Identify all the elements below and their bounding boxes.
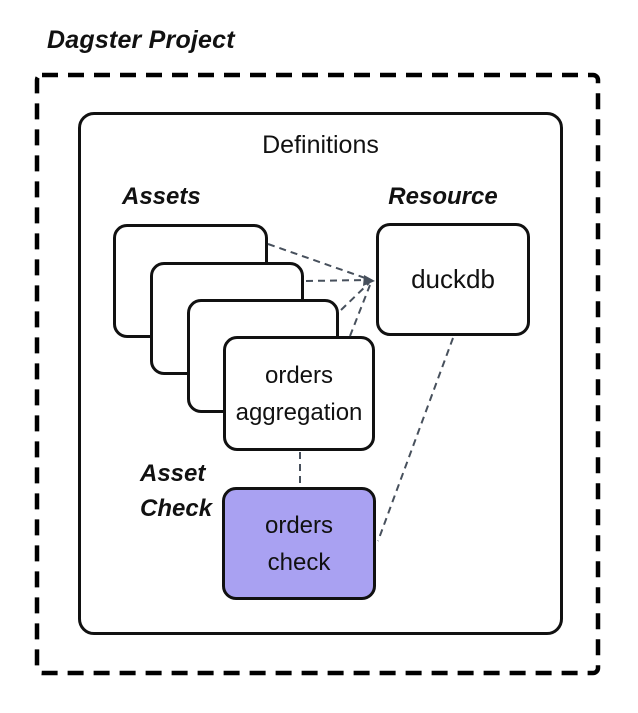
asset-card-orders-aggregation: orders aggregation [223, 336, 375, 451]
orders-aggregation-label: orders aggregation [235, 361, 363, 426]
duckdb-label: duckdb [411, 264, 495, 294]
orders-check-label: orders check [264, 511, 334, 576]
definitions-label: Definitions [262, 131, 379, 159]
resource-node-duckdb: duckdb [376, 223, 530, 336]
asset-check-group-label: Asset Check [140, 456, 212, 526]
asset-check-node-orders-check: orders check [222, 487, 376, 600]
asset-check-label-line2: Check [140, 495, 213, 522]
resource-group-label: Resource [388, 183, 498, 210]
project-title: Dagster Project [47, 26, 235, 54]
asset-check-label-line1: Asset [140, 460, 206, 487]
assets-group-label: Assets [122, 183, 201, 210]
